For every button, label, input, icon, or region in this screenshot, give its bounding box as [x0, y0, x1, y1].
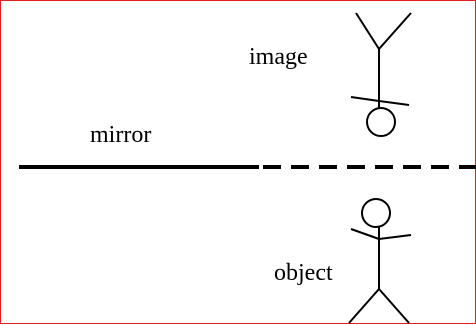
object-label: object [274, 260, 333, 286]
image-head [366, 107, 396, 137]
object-head [361, 198, 391, 228]
object-right-arm [378, 234, 412, 240]
image-left-leg [355, 12, 380, 50]
image-left-arm [350, 96, 380, 102]
object-left-arm [350, 228, 380, 240]
image-label: image [249, 44, 308, 70]
image-right-arm [378, 100, 410, 106]
image-stick-figure [350, 12, 412, 137]
object-stick-figure [348, 198, 412, 324]
object-left-leg [348, 288, 380, 324]
image-right-leg [378, 12, 412, 50]
mirror-label: mirror [90, 122, 152, 148]
object-right-leg [378, 288, 410, 324]
